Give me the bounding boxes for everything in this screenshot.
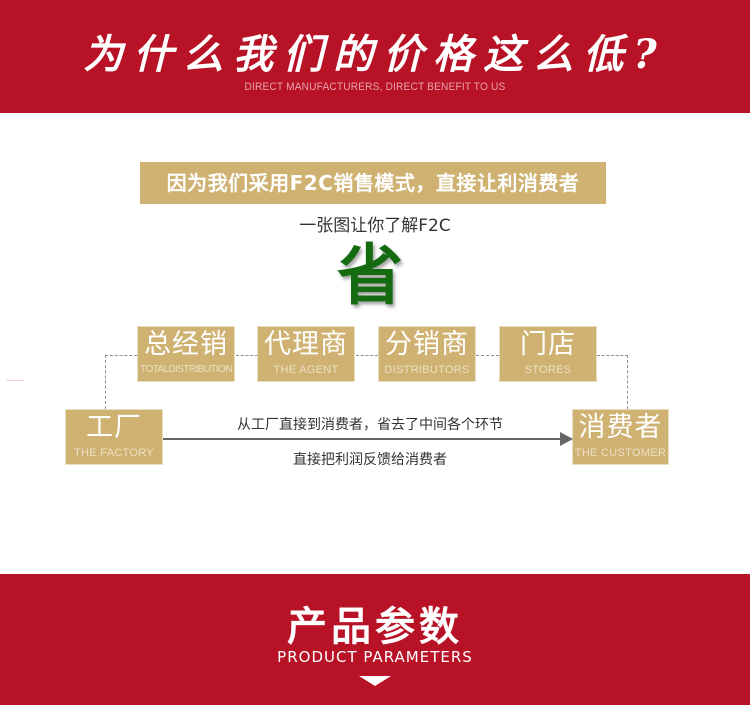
dashed-connector xyxy=(597,355,628,356)
factory-en: THE FACTORY xyxy=(74,447,154,459)
arrow-top-text: 从工厂直接到消费者，省去了中间各个环节 xyxy=(237,417,503,433)
dashed-connector xyxy=(105,355,137,356)
dashed-connector xyxy=(476,355,499,356)
decorative-mark xyxy=(6,380,24,381)
customer-en: THE CUSTOMER xyxy=(574,447,667,459)
factory-box: 工厂 THE FACTORY xyxy=(65,409,163,465)
channel-box-agent: 代理商 THE AGENT xyxy=(257,326,355,382)
dashed-connector-right xyxy=(627,355,628,409)
channel-box-cn: 门店 xyxy=(520,329,576,360)
arrow-line xyxy=(163,438,563,440)
channel-box-en: DISTRIBUTORS xyxy=(384,364,470,376)
arrow-right-icon xyxy=(560,432,573,446)
customer-cn: 消费者 xyxy=(578,412,663,443)
channel-box-cn: 总经销 xyxy=(144,329,228,360)
dashed-connector-left xyxy=(105,355,106,409)
dashed-connector xyxy=(356,355,378,356)
channel-box-stores: 门店 STORES xyxy=(499,326,597,382)
channel-box-total-distribution: 总经销 TOTALDISTRIBUTION xyxy=(137,326,235,382)
channel-box-en: STORES xyxy=(524,364,572,376)
factory-cn: 工厂 xyxy=(86,412,142,443)
intro-subtitle: 一张图让你了解F2C xyxy=(299,216,451,236)
header-band xyxy=(0,0,750,113)
channel-box-en: TOTALDISTRIBUTION xyxy=(140,364,232,375)
section-title: 产品参数 xyxy=(287,604,463,650)
customer-box: 消费者 THE CUSTOMER xyxy=(572,409,669,465)
f2c-banner: 因为我们采用F2C销售模式，直接让利消费者 xyxy=(140,162,606,204)
channel-box-cn: 代理商 xyxy=(264,329,348,360)
header-subtitle: DIRECT MANUFACTURERS, DIRECT BENEFIT TO … xyxy=(244,81,506,93)
chevron-down-icon xyxy=(359,676,391,686)
header-title: 为什么我们的价格这么低? xyxy=(83,31,667,78)
channel-box-distributors: 分销商 DISTRIBUTORS xyxy=(378,326,476,382)
dashed-connector xyxy=(236,355,258,356)
channel-box-cn: 分销商 xyxy=(385,329,469,360)
channel-box-en: THE AGENT xyxy=(273,364,339,376)
arrow-bottom-text: 直接把利润反馈给消费者 xyxy=(293,452,447,468)
save-highlight: 省 xyxy=(337,237,403,314)
section-subtitle: PRODUCT PARAMETERS xyxy=(277,648,473,666)
